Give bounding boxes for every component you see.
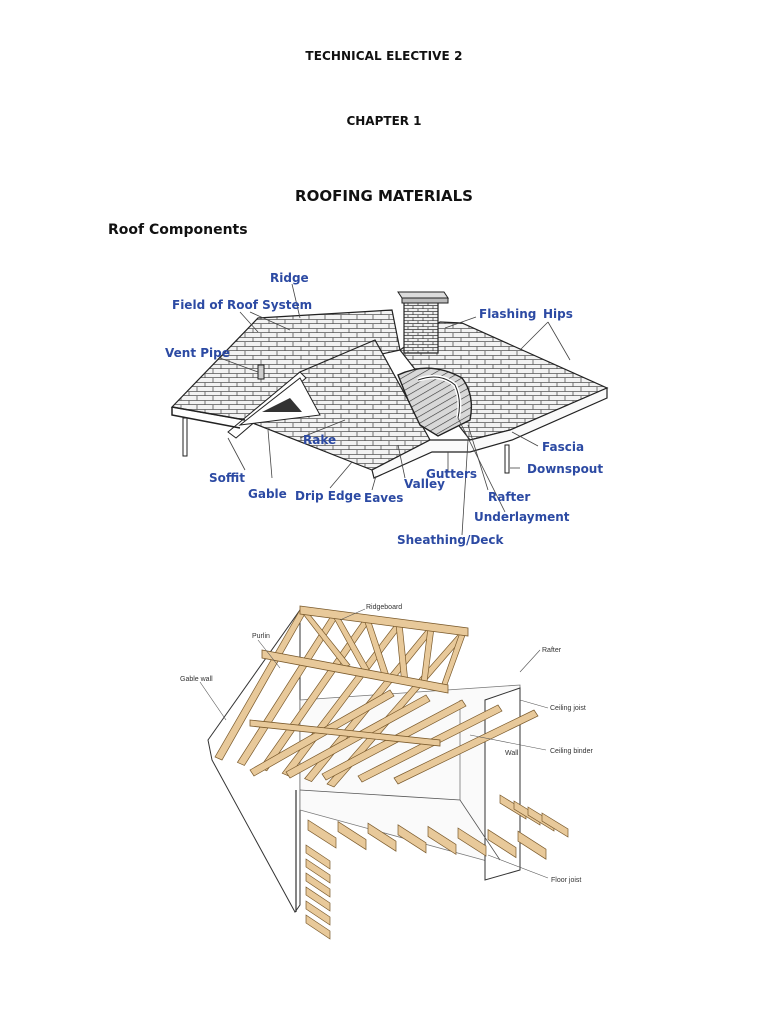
label-vent-pipe: Vent Pipe xyxy=(165,346,230,360)
label-gable-wall: Gable wall xyxy=(180,676,213,683)
chapter-heading: CHAPTER 1 xyxy=(346,114,422,128)
ceiling-binder xyxy=(249,719,441,747)
floor-joist xyxy=(457,827,487,857)
floor-joists xyxy=(305,794,569,940)
floor-joist xyxy=(397,824,427,854)
label-floor-joist: Floor joist xyxy=(551,877,581,884)
label-hips: Hips xyxy=(543,307,573,321)
fascia-board xyxy=(371,387,608,479)
floor-joist xyxy=(517,830,547,860)
label-purlin: Purlin xyxy=(252,633,270,640)
chimney xyxy=(397,291,449,354)
label-sheathing-deck: Sheathing/Deck xyxy=(397,533,505,547)
label-fascia: Fascia xyxy=(542,440,584,454)
label-wall: Wall xyxy=(505,750,519,757)
ridgeboard xyxy=(299,605,469,637)
floor-joist xyxy=(305,872,331,898)
floor-joist xyxy=(305,900,331,926)
gable-face xyxy=(238,377,321,426)
label-gutters: Gutters xyxy=(426,467,477,481)
floor-joist xyxy=(305,914,331,940)
label-gable: Gable xyxy=(248,487,287,501)
page-title: ROOFING MATERIALS xyxy=(295,187,473,205)
label-rafter-2: Rafter xyxy=(542,647,562,654)
label-field-of-roof: Field of Roof System xyxy=(172,298,312,312)
label-ceiling-joist: Ceiling joist xyxy=(550,705,586,712)
floor-joist xyxy=(305,844,331,870)
label-underlayment: Underlayment xyxy=(474,510,570,524)
label-rafter-1: Rafter xyxy=(488,490,530,504)
course-title: TECHNICAL ELECTIVE 2 xyxy=(305,49,463,63)
floor-joist xyxy=(307,819,337,849)
rafters xyxy=(214,609,539,788)
label-soffit: Soffit xyxy=(209,471,245,485)
roof-framing-diagram: Ridgeboard Purlin Rafter Gable wall Ceil… xyxy=(180,604,593,940)
label-flashing: Flashing xyxy=(479,307,536,321)
label-rake: Rake xyxy=(303,433,336,447)
vent-pipe xyxy=(257,364,265,380)
label-ridgeboard: Ridgeboard xyxy=(366,604,402,611)
floor-joist xyxy=(541,812,569,838)
ceiling-joist xyxy=(393,709,539,785)
floor-joist xyxy=(305,858,331,884)
floor-joist xyxy=(487,828,517,859)
purlin xyxy=(261,649,449,694)
right-downspout xyxy=(504,444,510,474)
label-drip-edge: Drip Edge xyxy=(295,489,361,503)
label-ceiling-binder: Ceiling binder xyxy=(550,748,593,755)
floor-joist xyxy=(337,820,367,851)
floor-joist xyxy=(427,825,457,856)
label-downspout: Downspout xyxy=(527,462,603,476)
label-ridge: Ridge xyxy=(270,271,309,285)
left-downspout xyxy=(182,417,188,457)
section-heading: Roof Components xyxy=(108,222,248,238)
gable-wall xyxy=(207,608,301,913)
floor-joist xyxy=(367,822,397,852)
floor-joist xyxy=(305,886,331,912)
label-valley: Valley xyxy=(404,477,445,491)
label-eaves: Eaves xyxy=(364,491,403,505)
roof-components-diagram: Ridge Field of Roof System Vent Pipe Fla… xyxy=(165,271,609,547)
